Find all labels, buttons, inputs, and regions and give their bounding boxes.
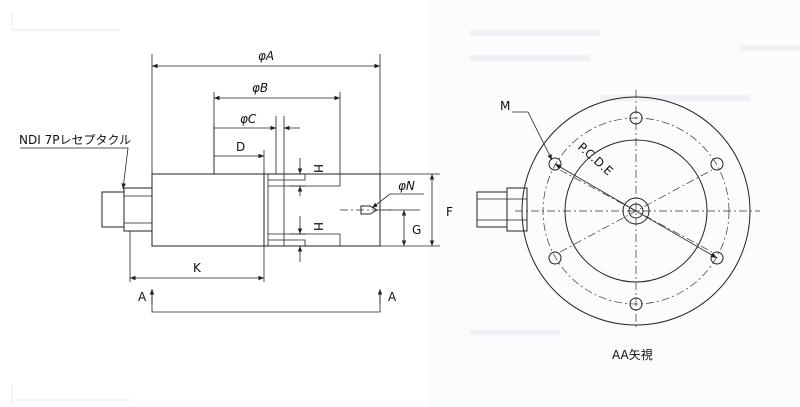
end-view bbox=[476, 90, 760, 330]
label-section-left: A bbox=[138, 290, 147, 304]
label-dia-c: φC bbox=[240, 112, 257, 126]
label-f: F bbox=[446, 205, 453, 219]
dim-line-pcd bbox=[554, 163, 718, 259]
label-view-title: AA矢視 bbox=[612, 347, 653, 362]
label-connector: NDI 7Pレセプタクル bbox=[19, 133, 131, 147]
connector-body bbox=[101, 191, 125, 228]
label-section-right: A bbox=[388, 290, 397, 304]
label-h-top: H bbox=[311, 164, 325, 173]
label-m: M bbox=[500, 99, 510, 113]
label-k: K bbox=[193, 261, 202, 275]
label-dia-a: φA bbox=[258, 49, 274, 63]
side-view-labels: φA φB φC D H H φN F G K NDI 7Pレセプタクル A A bbox=[19, 49, 453, 304]
label-dia-n: φN bbox=[398, 179, 415, 193]
label-dia-b: φB bbox=[252, 81, 268, 95]
side-view bbox=[20, 54, 440, 313]
nub bbox=[360, 205, 379, 215]
label-h-bottom: H bbox=[311, 222, 325, 231]
bolt-hole bbox=[710, 251, 724, 265]
label-g: G bbox=[412, 223, 421, 237]
label-d: D bbox=[236, 140, 245, 154]
connector-flange bbox=[123, 187, 153, 232]
background-artifacts bbox=[11, 0, 800, 407]
